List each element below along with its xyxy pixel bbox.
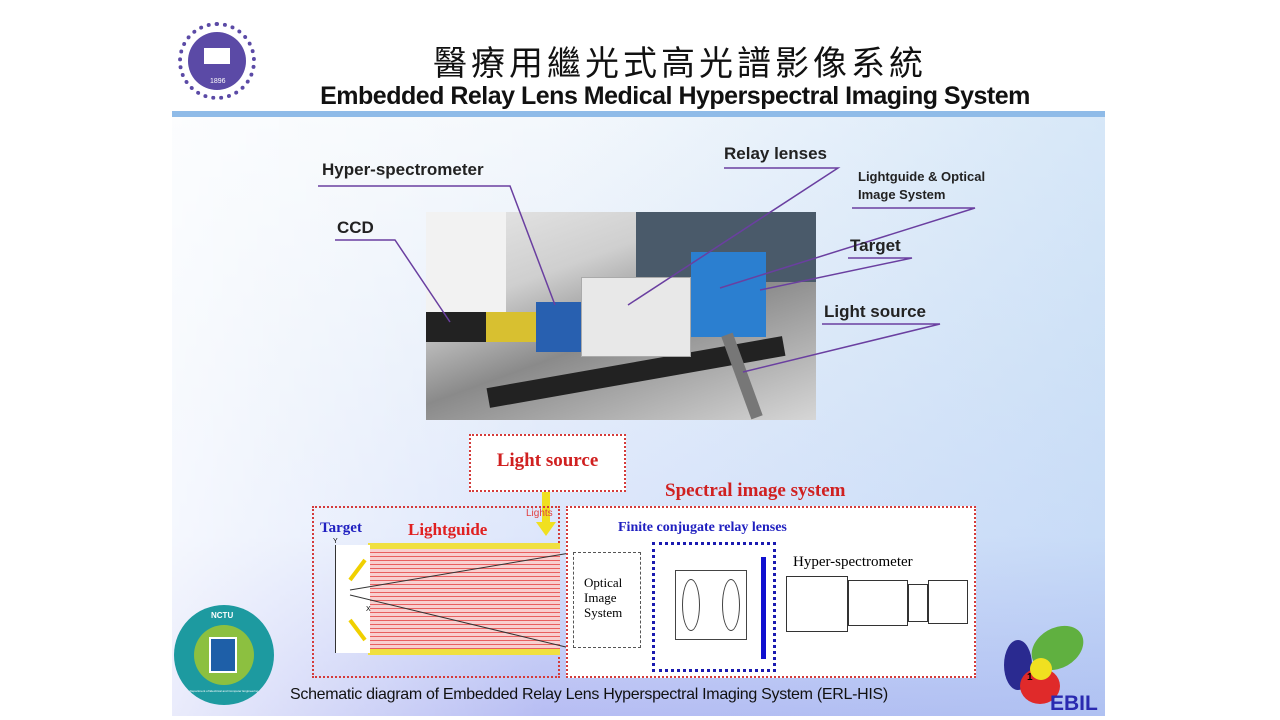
label-light-source: Light source bbox=[824, 302, 927, 321]
label-ccd: CCD bbox=[337, 218, 374, 237]
spectrometer-body bbox=[786, 576, 848, 632]
relay-lenses-box bbox=[652, 542, 776, 672]
ebil-number: 1 bbox=[1027, 672, 1033, 683]
figure-caption: Schematic diagram of Embedded Relay Lens… bbox=[290, 686, 888, 703]
light-arrow-head-icon bbox=[536, 522, 556, 536]
system-photo bbox=[426, 212, 816, 420]
hyper-spectrometer-diagram-label: Hyper-spectrometer bbox=[793, 554, 913, 570]
ebil-text: EBIL bbox=[1050, 692, 1098, 715]
finite-conjugate-label: Finite conjugate relay lenses bbox=[618, 520, 787, 535]
seal-year: 1896 bbox=[210, 78, 226, 85]
double-arrow-icon bbox=[761, 557, 766, 659]
lightguide-label: Lightguide bbox=[408, 520, 488, 539]
page-title-english: Embedded Relay Lens Medical Hyperspectra… bbox=[320, 82, 1030, 110]
label-relay-lenses: Relay lenses bbox=[724, 144, 828, 163]
nctu-ring-text: Department of Electrical and Computer En… bbox=[189, 689, 259, 693]
label-target: Target bbox=[850, 236, 901, 255]
spectral-image-system-label: Spectral image system bbox=[665, 480, 846, 501]
lightguide-fibers bbox=[368, 543, 560, 655]
light-source-label: Light source bbox=[496, 450, 599, 471]
optical-image-system-label: Optical Image System bbox=[584, 575, 623, 620]
ccd-body bbox=[928, 580, 968, 624]
light-source-box: Light source bbox=[469, 434, 626, 492]
nctu-ece-logo: NCTU Department of Electrical and Comput… bbox=[174, 605, 274, 705]
target-diagram-label: Target bbox=[320, 520, 362, 536]
nctu-logo-text: NCTU bbox=[211, 611, 234, 620]
optical-image-system-box: Optical Image System bbox=[573, 552, 641, 648]
lights-label: Lights bbox=[526, 508, 553, 519]
axis-x-label: X bbox=[366, 606, 371, 613]
spectral-image-system-box: Finite conjugate relay lenses Optical Im… bbox=[566, 506, 976, 678]
university-seal-logo: 1896 bbox=[178, 22, 256, 100]
label-lightguide-optical: Lightguide & Optical Image System bbox=[858, 169, 986, 202]
axis-y-label: Y bbox=[333, 538, 338, 545]
header-divider bbox=[172, 111, 1105, 117]
label-hyper-spectrometer: Hyper-spectrometer bbox=[322, 160, 484, 179]
light-arrow bbox=[542, 492, 550, 524]
ebil-logo: 1 EBIL bbox=[1000, 616, 1105, 716]
page-title-chinese: 醫療用繼光式高光譜影像系統 bbox=[433, 44, 927, 84]
relay-lens-tube bbox=[675, 570, 747, 640]
